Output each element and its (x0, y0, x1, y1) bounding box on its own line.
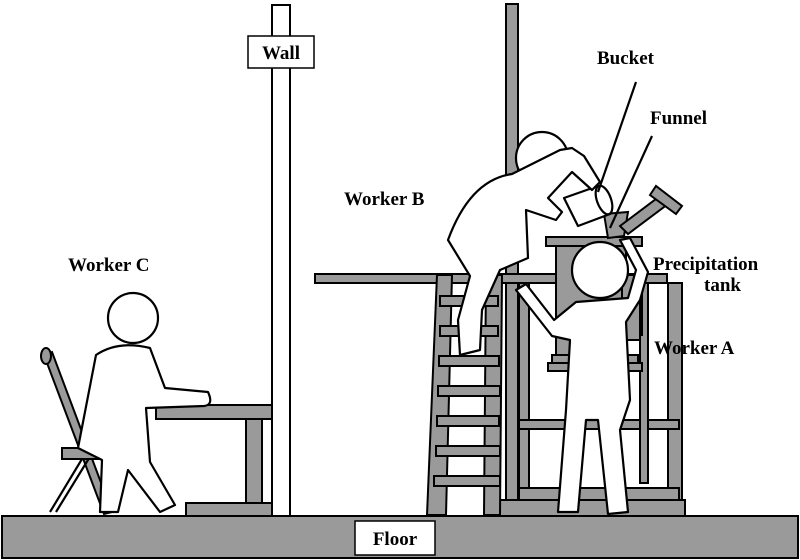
funnel-leader-line (608, 135, 654, 229)
worker-b-figure (446, 130, 602, 357)
bucket (562, 184, 614, 228)
worker-c-figure (76, 291, 212, 514)
floor-label-box (354, 520, 436, 556)
floor-label: Floor (373, 529, 418, 550)
wall (271, 4, 291, 517)
bucket-label: Bucket (597, 48, 655, 69)
tank-label-line2: tank (704, 275, 741, 296)
table (155, 404, 273, 517)
wall-label-box (247, 35, 315, 69)
worker-c-label: Worker C (68, 255, 149, 276)
funnel (602, 184, 684, 240)
funnel-label: Funnel (650, 108, 707, 129)
tank-label-line1: Precipitation (653, 254, 759, 275)
worker-a-label: Worker A (654, 338, 735, 359)
bucket-leader-line (596, 81, 638, 193)
worker-a-figure (514, 236, 650, 516)
wall-label: Wall (262, 43, 300, 64)
worker-b-label: Worker B (344, 189, 425, 210)
